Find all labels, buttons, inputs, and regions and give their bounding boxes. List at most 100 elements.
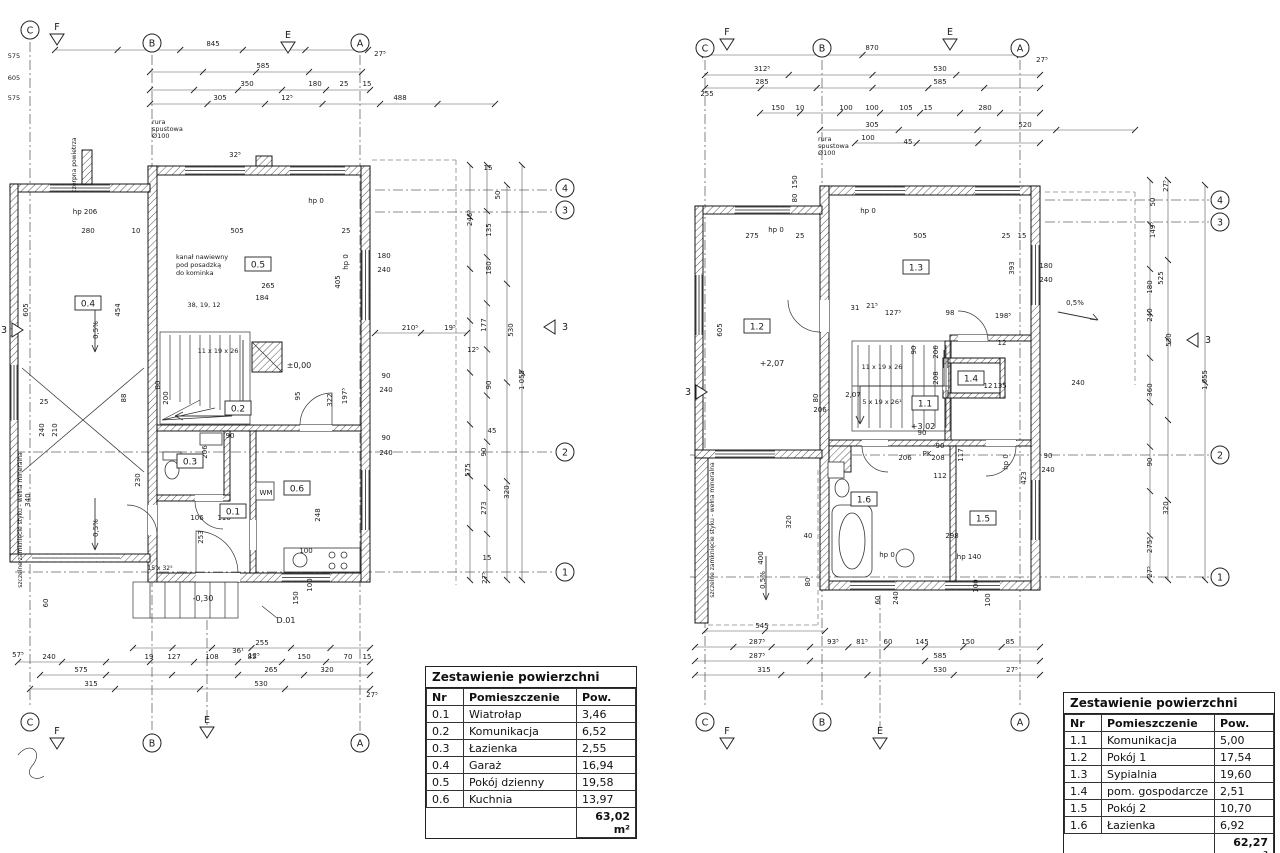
dim-tick bbox=[417, 329, 425, 337]
dim-tick bbox=[302, 46, 309, 54]
dim-label: 25 bbox=[40, 398, 49, 406]
room-area-cell: 2,51 bbox=[1214, 782, 1274, 800]
dim-label: 145 bbox=[915, 638, 928, 646]
axis-marker-flag bbox=[199, 726, 215, 739]
dim-label: 530 bbox=[1165, 333, 1173, 346]
table-row: 0.3 Łazienka 2,55 bbox=[426, 739, 636, 757]
dim-label: 36¹ bbox=[232, 647, 244, 655]
dim-tick bbox=[483, 438, 491, 445]
dim-label: 15 bbox=[484, 164, 493, 172]
dim-tick bbox=[466, 472, 474, 480]
dim-tick bbox=[208, 644, 216, 652]
annotation: kanał nawiewny bbox=[176, 253, 228, 261]
dim-tick bbox=[701, 627, 709, 635]
dim-label: 150 bbox=[297, 653, 310, 661]
annotation: 32⁵ bbox=[229, 151, 241, 159]
table-title: Zestawienie powierzchni bbox=[1064, 693, 1274, 714]
table-header-row: Nr Pomieszczenie Pow. bbox=[426, 688, 636, 706]
axis-marker-label: B bbox=[819, 718, 826, 729]
axis-marker-label: E bbox=[285, 30, 291, 41]
dim-tick bbox=[796, 109, 804, 117]
dim-tick bbox=[1131, 126, 1139, 134]
dim-label: 100 bbox=[306, 578, 314, 591]
dim-label: 19 bbox=[145, 653, 154, 661]
dim-tick bbox=[483, 392, 491, 399]
door-swings bbox=[126, 392, 333, 574]
annotation: +3,02 bbox=[911, 422, 936, 431]
axis-marker-label: 2 bbox=[562, 448, 568, 459]
room-number-cell: 1.6 bbox=[1064, 816, 1102, 834]
axis-marker-circle bbox=[812, 38, 832, 58]
dim-label: 285 bbox=[755, 78, 768, 86]
dim-tick bbox=[305, 68, 313, 76]
dim-tick bbox=[114, 46, 121, 54]
axis-marker-flag bbox=[543, 319, 556, 335]
axis-marker-label: A bbox=[357, 739, 364, 750]
dim-label: 150 bbox=[292, 591, 300, 604]
table-row: 0.1 Wiatrołap 3,46 bbox=[426, 705, 636, 723]
dim-label: 870 bbox=[865, 44, 878, 52]
room-number-box bbox=[902, 259, 930, 275]
axis-marker-label: 4 bbox=[1217, 196, 1223, 207]
axis-marker-circle bbox=[142, 733, 162, 753]
dim-label: 530 bbox=[507, 323, 515, 336]
dim-tick bbox=[1052, 126, 1060, 134]
dim-tick bbox=[234, 658, 242, 666]
dim-tick bbox=[921, 643, 929, 651]
table-row: 1.4 pom. gospodarcze 2,51 bbox=[1064, 782, 1274, 800]
axis-marker-label: 3 bbox=[562, 322, 568, 333]
axis-marker-circle bbox=[1210, 190, 1230, 210]
dim-label: 206 bbox=[201, 445, 209, 459]
dim-label: 393 bbox=[1008, 261, 1016, 274]
dim-tick bbox=[1164, 176, 1172, 184]
dim-label: 105 bbox=[899, 104, 912, 112]
dim-label: 60 bbox=[42, 599, 50, 608]
room-number-cell: 0.2 bbox=[426, 722, 464, 740]
dim-label: 70 bbox=[344, 653, 353, 661]
dim-tick bbox=[483, 161, 491, 169]
dim-label: 585 bbox=[256, 62, 269, 70]
table-row: 1.5 Pokój 2 10,70 bbox=[1064, 799, 1274, 817]
dim-tick bbox=[234, 671, 242, 679]
dim-tick bbox=[960, 643, 967, 651]
dim-tick bbox=[26, 685, 34, 693]
dim-tick bbox=[518, 369, 526, 376]
window bbox=[735, 206, 790, 214]
dim-tick bbox=[146, 86, 154, 94]
dim-label: 210 bbox=[51, 423, 59, 436]
dim-label: 605 bbox=[22, 303, 30, 316]
window bbox=[1031, 245, 1040, 305]
axis-marker-circle bbox=[555, 442, 575, 462]
axis-marker-flag bbox=[719, 737, 735, 750]
dim-label: 575 bbox=[74, 666, 87, 674]
dim-tick bbox=[358, 68, 366, 76]
dim-label: 1 055 bbox=[518, 370, 526, 390]
dim-tick bbox=[319, 100, 326, 108]
dim-tick bbox=[281, 685, 289, 693]
dim-label: 298 bbox=[945, 532, 958, 540]
annotation: 38, 19, 12 bbox=[187, 301, 220, 309]
dim-tick bbox=[1164, 416, 1172, 424]
dim-label: 206 bbox=[932, 345, 940, 359]
annotation: Ø100 bbox=[152, 132, 170, 140]
axis-marker-flag bbox=[1186, 332, 1199, 348]
dim-tick bbox=[176, 46, 184, 54]
dim-tick bbox=[785, 71, 793, 79]
dim-tick bbox=[974, 126, 981, 134]
dim-tick bbox=[821, 627, 829, 635]
dim-tick bbox=[813, 84, 820, 92]
dimension-lines bbox=[691, 51, 1209, 679]
dim-tick bbox=[1146, 576, 1154, 584]
dim-label: 200 bbox=[162, 391, 170, 404]
axis-lines bbox=[15, 42, 554, 732]
garage-markings bbox=[21, 300, 145, 551]
axis-marker-label: C bbox=[27, 718, 34, 729]
annotation: 11 x 19 x 26 bbox=[198, 347, 239, 355]
dim-label: 150 bbox=[771, 104, 784, 112]
dim-label: 10 bbox=[796, 104, 805, 112]
dim-label: 90 bbox=[226, 432, 235, 440]
dim-label: 15 bbox=[363, 80, 372, 88]
roof-outline bbox=[708, 191, 1136, 626]
